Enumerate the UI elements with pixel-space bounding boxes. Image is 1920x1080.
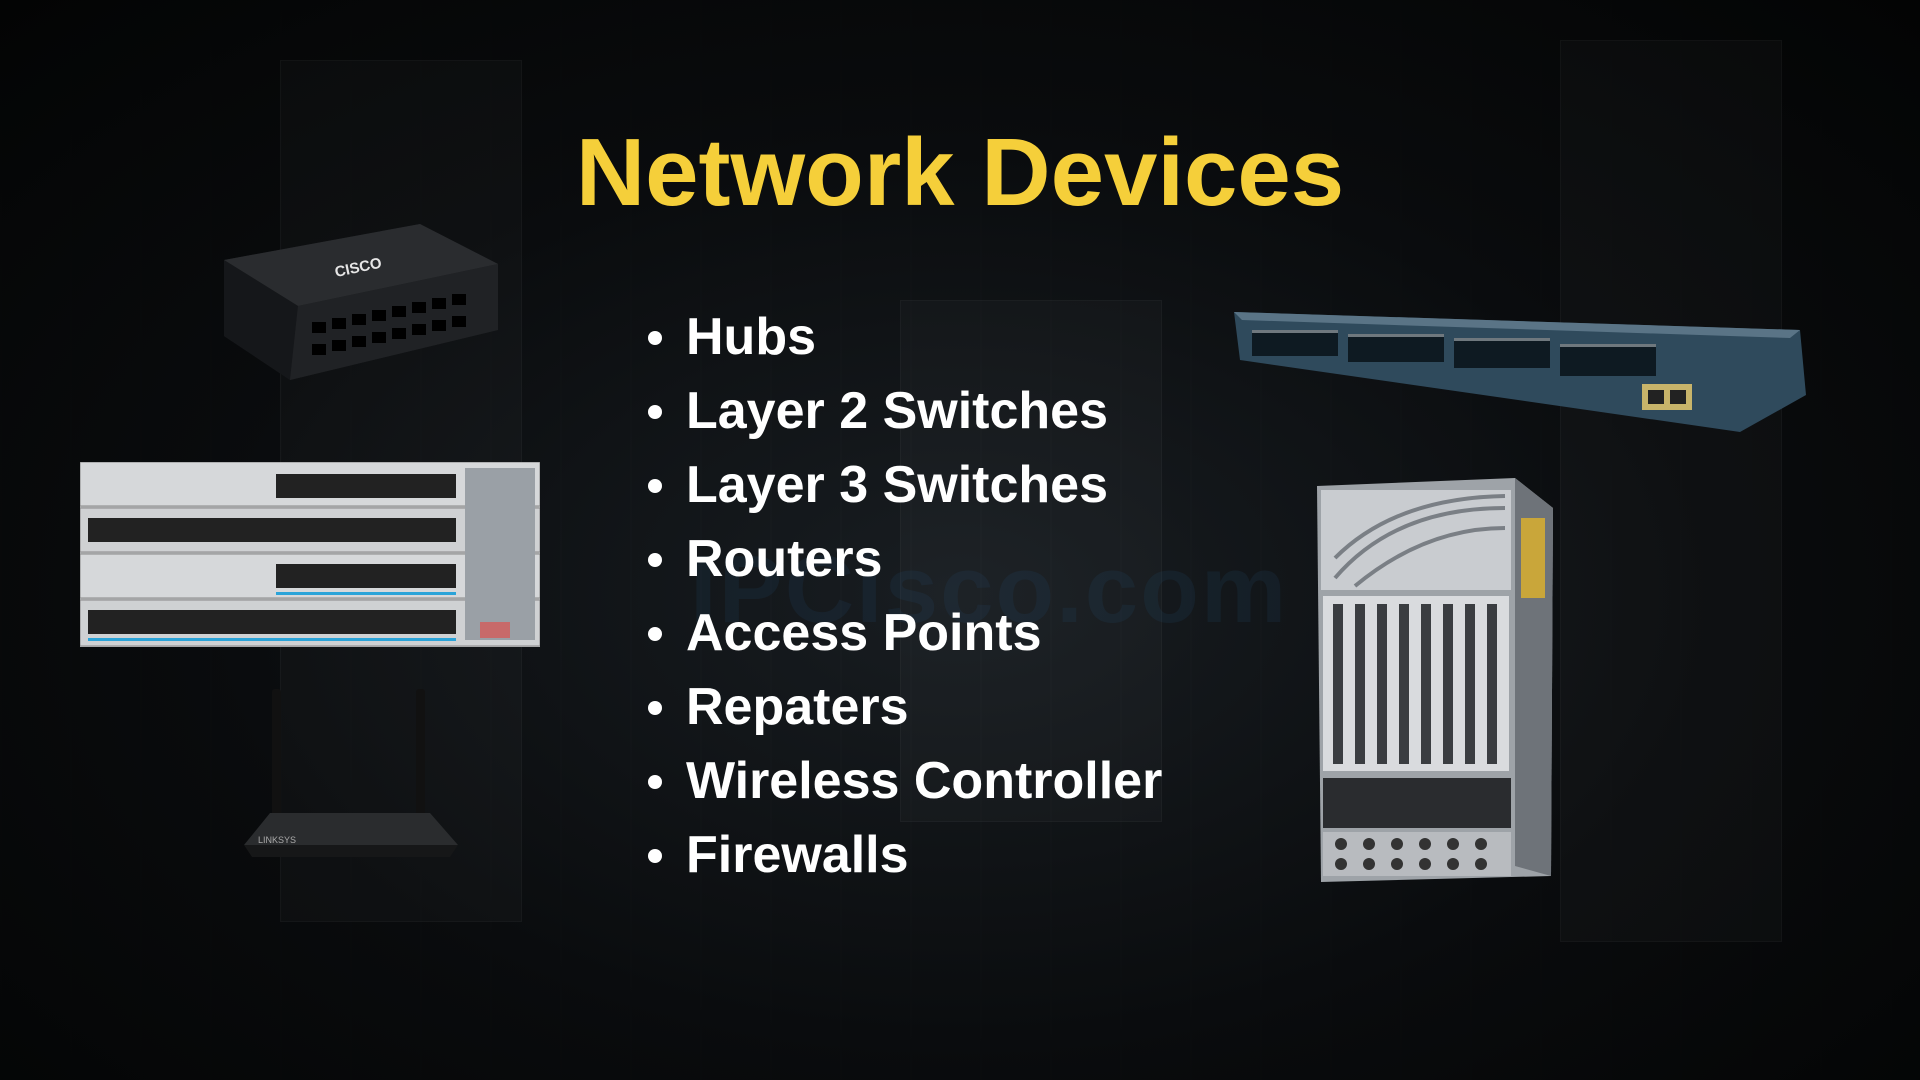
- bullet-icon: [648, 627, 662, 641]
- device-list: Hubs Layer 2 Switches Layer 3 Switches R…: [640, 300, 1162, 892]
- catalyst-switch-image: [1230, 300, 1810, 435]
- bullet-icon: [648, 849, 662, 863]
- bullet-icon: [648, 553, 662, 567]
- bullet-icon: [648, 775, 662, 789]
- list-item: Routers: [640, 522, 1162, 596]
- list-item: Hubs: [640, 300, 1162, 374]
- list-item: Firewalls: [640, 818, 1162, 892]
- list-item: Layer 3 Switches: [640, 448, 1162, 522]
- router-image: LINKSYS: [230, 685, 470, 870]
- slide-title: Network Devices: [575, 119, 1345, 226]
- watermark: IPCisco.com: [690, 536, 1289, 643]
- list-item: Access Points: [640, 596, 1162, 670]
- router-brand-label: LINKSYS: [258, 835, 296, 845]
- hub-image: CISCO: [220, 220, 505, 385]
- bullet-icon: [648, 405, 662, 419]
- bullet-icon: [648, 701, 662, 715]
- bullet-icon: [648, 479, 662, 493]
- list-item: Repaters: [640, 670, 1162, 744]
- list-item: Wireless Controller: [640, 744, 1162, 818]
- list-item: Layer 2 Switches: [640, 374, 1162, 448]
- stacked-switches-image: [80, 462, 540, 647]
- chassis-router-image: [1315, 478, 1555, 883]
- bullet-icon: [648, 331, 662, 345]
